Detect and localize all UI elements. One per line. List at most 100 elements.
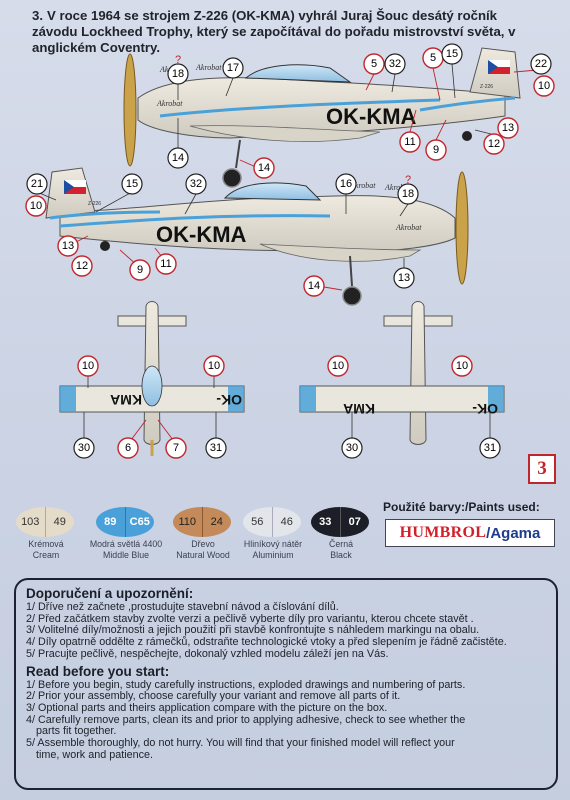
paint-brand-logo: HUMBROL/Agama [385,519,555,547]
marking-text: V roce 1964 se strojem Z-226 (OK-KMA) vy… [32,8,516,55]
callout-5: 5 [430,52,436,64]
flag-stripe-red [488,67,510,74]
marking-number: 3. [32,8,43,23]
callout-30: 30 [78,442,90,454]
callout-14: 14 [258,162,270,174]
callout-15: 15 [446,48,458,60]
brand-agama: /Agama [486,524,541,542]
callout-15: 15 [126,178,138,190]
callout-21: 21 [31,178,43,190]
note-line: 2/ Před začátkem stavby zvolte verzi a p… [26,612,474,625]
note-line: 3/ Volitelné díly/možnosti a jejich použ… [26,624,480,637]
tail-code: Z-226 [88,201,101,207]
side-view-left: OK-KMA Akrobat Akrobat Akrobat Z-226 [123,47,521,188]
note-line: 4/ Díly opatrně oddělte z rámečků, odstr… [26,636,507,649]
callout-18: 18 [172,68,184,80]
wing-registration: OK- [216,392,242,408]
callout-13: 13 [398,272,410,284]
paint-swatch-cream: 103 49 [16,507,74,537]
side-view-right: OK-KMA Akrobat Akrobat Akrobat Z-226 [45,167,469,306]
paint-swatch-blue: 89 C65 [96,507,154,537]
callouts-bottom-plane: 21 15 32 16 ? 18 10 13 12 9 11 14 13 [25,173,419,297]
callout-13: 13 [502,122,514,134]
callout-14: 14 [172,152,184,164]
akrobat-label: Akrobat [349,181,376,190]
notes-title-cz: Doporučení a upozornění: [26,586,194,601]
paint-swatch-aluminium: 56 46 [243,507,301,537]
question-mark: ? [175,54,181,66]
propeller [123,53,137,167]
callout-9: 9 [433,144,439,156]
callout-10: 10 [538,80,550,92]
underside-view: KMA OK- [59,301,245,456]
callout-7: 7 [173,442,179,454]
wing-registration: KMA [110,392,142,408]
note-line: 2/ Prior your assembly, choose carefully… [26,690,401,703]
callout-12: 12 [76,260,88,272]
callout-10: 10 [332,360,344,372]
callout-22: 22 [535,58,547,70]
brand-humbrol: HUMBROL [399,524,487,541]
callout-12: 12 [488,138,500,150]
callouts-plan-views: 10 10 30 6 7 31 10 10 30 31 [73,355,501,459]
note-line: 5/ Pracujte pečlivě, nespěchejte, dokona… [26,647,389,660]
callout-32: 32 [389,58,401,70]
note-line: 3/ Optional parts and theirs application… [26,701,388,714]
callout-31: 31 [210,442,222,454]
callout-32: 32 [190,178,202,190]
marking-description: 3.V roce 1964 se strojem Z-226 (OK-KMA) … [32,8,532,56]
flag-stripe-red [64,187,86,194]
note-line: 5/ Assemble thoroughly, do not hurry. Yo… [26,737,455,750]
tail-code: Z-226 [480,84,493,90]
question-mark: ? [405,174,411,186]
callout-17: 17 [227,62,239,74]
note-line: time, work and patience. [36,748,154,761]
flag-triangle [64,180,74,194]
callout-14: 14 [308,280,320,292]
flag-triangle [488,60,498,74]
akrobat-label: Akrobat [384,183,411,192]
wing-registration: OK- [472,401,498,417]
callout-10: 10 [82,360,94,372]
paint-swatch-black: 33 07 [311,507,369,537]
callout-11: 11 [160,258,171,270]
registration-bottom: OK-KMA [156,222,247,247]
flag-stripe-white [64,180,86,187]
propeller [455,171,469,285]
note-line: 4/ Carefully remove parts, clean its and… [26,713,466,726]
akrobat-label: Akrobat [195,63,222,72]
callout-31: 31 [484,442,496,454]
paint-swatch-wood: 110 24 [173,507,231,537]
callout-16: 16 [340,178,352,190]
callouts-top-plane: ? 18 17 5 32 5 15 22 10 14 14 11 9 12 13 [167,43,555,179]
callout-5: 5 [371,58,377,70]
wing-registration: KMA [343,401,375,417]
note-line: parts fit together. [36,725,117,738]
notes-title-en: Read before you start: [26,663,170,679]
callout-18: 18 [402,188,414,200]
page-badge: 3 [528,454,556,484]
registration-top: OK-KMA [326,104,417,129]
callout-13: 13 [62,240,74,252]
akrobat-label: Akrobat [395,223,422,232]
note-line: 1/ Dříve než začnete ,prostudujte staveb… [26,601,339,613]
aircraft-drawings: OK-KMA Akrobat Akrobat Akrobat Z-226 OK-… [25,43,555,459]
callout-9: 9 [137,264,143,276]
callout-10: 10 [30,200,42,212]
note-line: 1/ Before you begin, study carefully ins… [26,678,466,691]
callout-30: 30 [346,442,358,454]
akrobat-label: Akrobat [156,99,183,108]
topside-view: KMA OK- [299,301,505,445]
flag-stripe-white [488,60,510,67]
notes-box: Doporučení a upozornění: 1/ Dříve než za… [14,578,558,790]
callout-10: 10 [208,360,220,372]
callout-11: 11 [404,136,415,148]
paints-title: Použité barvy:/Paints used: [383,500,540,514]
callout-10: 10 [456,360,468,372]
callout-6: 6 [125,442,131,454]
